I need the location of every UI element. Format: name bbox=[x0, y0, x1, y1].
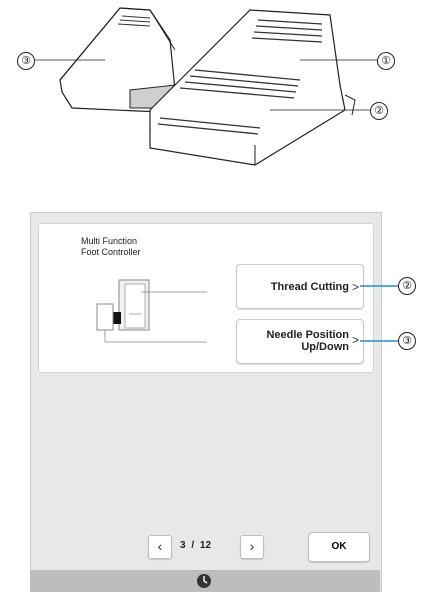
chevron-right-icon: › bbox=[249, 538, 255, 554]
callout-3-screen: ③ bbox=[398, 332, 416, 350]
current-page: 3 bbox=[180, 540, 186, 551]
total-pages: 12 bbox=[199, 540, 212, 551]
ok-button[interactable]: OK bbox=[308, 532, 370, 562]
next-page-button[interactable]: › bbox=[240, 535, 264, 559]
callout-1-top: ① bbox=[377, 52, 395, 70]
needle-position-label-line1: Needle Position bbox=[266, 329, 349, 341]
chevron-right-icon: > bbox=[351, 333, 359, 347]
ok-label: OK bbox=[331, 541, 347, 552]
thread-cutting-button[interactable]: Thread Cutting > bbox=[236, 264, 364, 309]
button-leader-lines bbox=[360, 285, 398, 342]
panel-title: Multi Function Foot Controller bbox=[81, 236, 141, 258]
pedal-diagram bbox=[96, 279, 207, 343]
foot-controller-illustration bbox=[35, 7, 377, 166]
panel-title-line2: Foot Controller bbox=[81, 247, 141, 257]
previous-page-button[interactable]: ‹ bbox=[148, 535, 172, 559]
callout-3-top: ③ bbox=[17, 52, 35, 70]
needle-position-button[interactable]: Needle Position Up/Down > bbox=[236, 319, 364, 364]
page-indicator: 3 / 12 bbox=[180, 540, 211, 551]
main-pedal bbox=[149, 9, 356, 166]
panel-title-line1: Multi Function bbox=[81, 236, 138, 246]
thread-cutting-label: Thread Cutting bbox=[270, 281, 349, 293]
callout-2-screen: ② bbox=[398, 277, 416, 295]
chevron-right-icon: > bbox=[351, 280, 359, 294]
callout-2-top: ② bbox=[370, 102, 388, 120]
chevron-left-icon: ‹ bbox=[157, 538, 163, 554]
page-separator: / bbox=[191, 540, 195, 551]
bottom-status-bar bbox=[30, 570, 380, 592]
sewing-clock-icon[interactable] bbox=[196, 573, 212, 589]
needle-position-label-line2: Up/Down bbox=[301, 341, 349, 353]
foot-controller-panel: Multi Function Foot Controller Thread Cu… bbox=[38, 223, 374, 373]
